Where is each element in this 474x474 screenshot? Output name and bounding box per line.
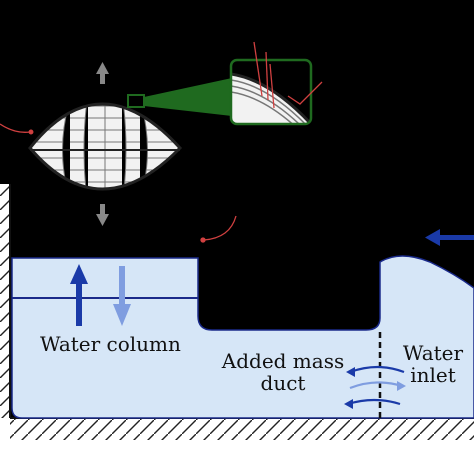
ground bbox=[0, 184, 474, 474]
heave-down-arrow-icon bbox=[96, 204, 109, 226]
pointer-lines bbox=[0, 41, 323, 243]
water-inlet-line-2: inlet bbox=[410, 363, 456, 387]
water-column-label: Water column bbox=[40, 332, 181, 356]
inflow-arrow-icon bbox=[425, 229, 474, 246]
added-mass-duct-label: Added mass duct bbox=[218, 350, 348, 394]
water-body bbox=[11, 255, 474, 419]
up-arrow-icon bbox=[70, 264, 88, 326]
heave-up-arrow-icon bbox=[96, 62, 109, 84]
zoom-inset bbox=[127, 58, 313, 126]
added-mass-duct-line-2: duct bbox=[260, 371, 306, 395]
water-inlet-line-1: Water bbox=[402, 341, 464, 365]
added-mass-duct-line-1: Added mass bbox=[221, 349, 345, 373]
water-inlet-label: Water inlet bbox=[398, 342, 468, 386]
swirl-arrows-icon bbox=[344, 365, 406, 409]
down-arrow-icon bbox=[113, 266, 131, 326]
